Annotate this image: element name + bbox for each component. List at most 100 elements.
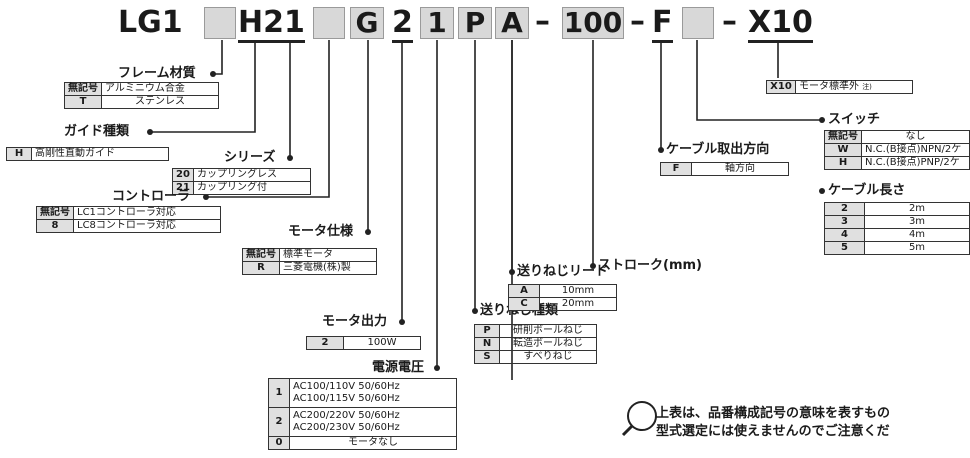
table-value: モータ標準外 bbox=[799, 81, 859, 92]
output-title: モータ出力 bbox=[322, 314, 388, 329]
table-value: 2m bbox=[864, 202, 970, 216]
table-key: F bbox=[660, 162, 692, 176]
voltage-line: AC200/220V 50/60Hz bbox=[293, 410, 400, 421]
table-key: R bbox=[242, 261, 280, 275]
stroke-title: ストローク(mm) bbox=[598, 258, 702, 273]
cable-len-title: ケーブル長さ bbox=[828, 183, 906, 198]
table-value: 標準モータ bbox=[279, 248, 377, 262]
table-value: 研削ボールねじ bbox=[499, 324, 597, 338]
table-value: 5m bbox=[864, 241, 970, 255]
table-value: 転造ボールねじ bbox=[499, 337, 597, 351]
table-value: カップリング付 bbox=[193, 181, 311, 195]
table-row: 無記号なし bbox=[824, 130, 970, 144]
table-value: 4m bbox=[864, 228, 970, 242]
guide-title: ガイド種類 bbox=[64, 124, 130, 139]
notice-line-2: 型式選定には使えませんのでご注意くだ bbox=[656, 424, 890, 439]
code-box-g: G bbox=[350, 7, 384, 39]
code-box-screw: P bbox=[458, 7, 492, 39]
motor-title: モータ仕様 bbox=[288, 224, 354, 239]
table-value: LC1コントローラ対応 bbox=[73, 206, 221, 220]
switch-title: スイッチ bbox=[828, 112, 881, 127]
code-box-frame bbox=[204, 7, 236, 39]
code-output: 2 bbox=[392, 6, 413, 43]
table-key: 4 bbox=[824, 228, 865, 242]
table-key: 1 bbox=[268, 378, 290, 408]
table-value: 三菱電機(株)製 bbox=[279, 261, 377, 275]
voltage-line: AC200/230V 50/60Hz bbox=[293, 422, 400, 433]
table-key: T bbox=[64, 95, 102, 109]
table-value: N.C.(B接点)PNP/2ケ bbox=[861, 156, 970, 170]
table-key: 2 bbox=[268, 407, 290, 437]
table-key: H bbox=[824, 156, 862, 170]
table-key: P bbox=[474, 324, 500, 338]
table-key: 8 bbox=[36, 219, 74, 233]
table-value: 100W bbox=[343, 336, 421, 350]
table-row: 無記号標準モータ bbox=[242, 248, 377, 262]
table-key: 0 bbox=[268, 436, 290, 450]
code-box-lead: A bbox=[495, 7, 529, 39]
code-prefix: LG1 bbox=[118, 5, 183, 40]
cable-dir-title: ケーブル取出方向 bbox=[666, 142, 770, 157]
table-value: 10mm bbox=[539, 284, 617, 298]
voltage-line: AC100/115V 50/60Hz bbox=[293, 393, 400, 404]
table-value: カップリングレス bbox=[193, 168, 311, 182]
code-box-switch bbox=[682, 7, 714, 39]
lead-title: 送りねじリード bbox=[517, 264, 609, 279]
table-value: アルミニウム合金 bbox=[101, 82, 219, 96]
table-key: 無記号 bbox=[36, 206, 74, 220]
code-dash-3: – bbox=[722, 4, 737, 39]
table-value: LC8コントローラ対応 bbox=[73, 219, 221, 233]
table-row: 無記号アルミニウム合金 bbox=[64, 82, 219, 96]
controller-title: コントローラ bbox=[112, 189, 191, 204]
table-key: A bbox=[508, 284, 540, 298]
code-dash-2: – bbox=[630, 4, 645, 39]
table-value: 20mm bbox=[539, 297, 617, 311]
voltage-line: AC100/110V 50/60Hz bbox=[293, 381, 400, 392]
code-h21: H21 bbox=[238, 6, 305, 43]
table-key: 無記号 bbox=[242, 248, 280, 262]
table-value: 軸方向 bbox=[691, 162, 789, 176]
table-key: 無記号 bbox=[824, 130, 862, 144]
code-box-controller bbox=[313, 7, 345, 39]
table-value: ステンレス bbox=[101, 95, 219, 109]
table-key: 3 bbox=[824, 215, 865, 229]
table-key: H bbox=[6, 147, 32, 161]
note-mark: 注) bbox=[862, 83, 872, 91]
table-value: すべりねじ bbox=[499, 350, 597, 364]
table-key: X10 bbox=[766, 80, 796, 94]
table-value: モータなし bbox=[289, 436, 457, 450]
table-value: 高剛性直動ガイド bbox=[31, 147, 169, 161]
table-key: W bbox=[824, 143, 862, 157]
code-box-stroke: 100 bbox=[562, 6, 624, 39]
table-key: C bbox=[508, 297, 540, 311]
